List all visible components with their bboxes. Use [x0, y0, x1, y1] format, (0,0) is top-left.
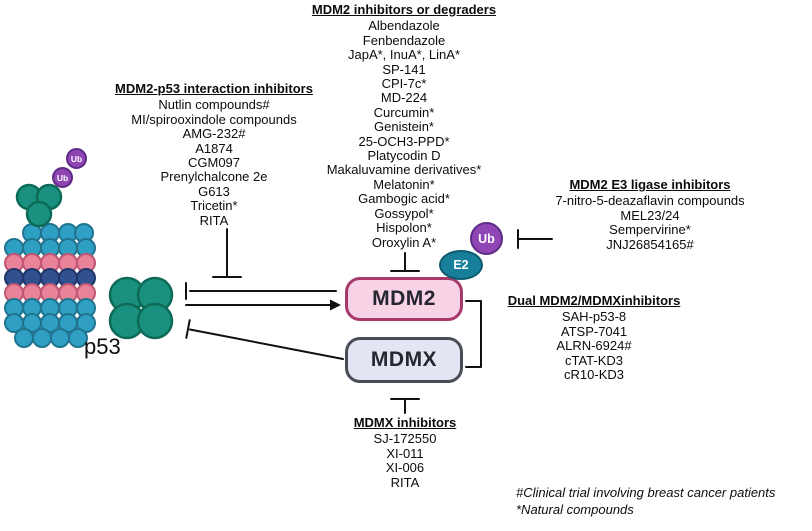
inhibit-bracket-dual-inhibitors: [465, 300, 482, 368]
inhibit-line-e3-ligase: [517, 229, 553, 249]
list-item: Gossypol*: [374, 205, 434, 221]
list-item: cR10-KD3: [564, 367, 624, 383]
chromatin-illustration: [4, 223, 96, 348]
mdm2-inhibitors-group: MDM2 inhibitors or degraders Albendazole…: [290, 2, 518, 250]
list-item: 7-nitro-5-deazaflavin compounds: [555, 193, 745, 209]
list-item: RITA: [199, 212, 229, 228]
list-item: Gambogic acid*: [358, 191, 450, 207]
e3-ligase-inhibitors-group: MDM2 E3 ligase inhibitors 7-nitro-5-deaz…: [538, 177, 762, 252]
ub-label: Ub: [478, 231, 495, 246]
relationship-lines: [185, 228, 553, 414]
mdm2-inhibitors-title: MDM2 inhibitors or degraders: [311, 2, 497, 17]
e2-label: E2: [453, 258, 469, 272]
list-item: Hispolon*: [376, 220, 432, 236]
mdmx-inhibitors-title: MDMX inhibitors: [353, 415, 457, 430]
inhibit-line-mdmx-to-p53: [185, 319, 344, 360]
list-item: MD-224: [380, 90, 428, 106]
list-item: XI-011: [386, 445, 424, 461]
footnotes: #Clinical trial involving breast cancer …: [516, 484, 808, 518]
arrowhead-p53-to-mdm2: [330, 299, 341, 311]
list-item: A1874: [195, 140, 233, 156]
interaction-inhibitors-list: Nutlin compounds#MI/spirooxindole compou…: [103, 97, 325, 228]
ubiquitin-tag-2: Ub: [66, 148, 87, 169]
list-item: 25-OCH3-PPD*: [358, 133, 450, 149]
e3-ligase-inhibitors-title: MDM2 E3 ligase inhibitors: [569, 177, 731, 192]
interaction-inhibitors-title: MDM2-p53 interaction inhibitors: [115, 81, 313, 96]
list-item: cTAT-KD3: [564, 352, 624, 368]
footnote-natural-compounds: *Natural compounds: [516, 502, 634, 517]
list-item: Platycodin D: [367, 148, 441, 164]
list-item: CGM097: [187, 155, 241, 171]
footnote-clinical-trial: #Clinical trial involving breast cancer …: [516, 485, 776, 500]
list-item: Sempervirine*: [609, 222, 691, 238]
list-item: Prenylchalcone 2e: [160, 169, 268, 185]
interaction-inhibitors-group: MDM2-p53 interaction inhibitors Nutlin c…: [103, 81, 325, 228]
list-item: Melatonin*: [373, 176, 435, 192]
mdmx-label: MDMX: [370, 348, 438, 371]
list-item: SJ-172550: [373, 431, 437, 447]
list-item: JapA*, InuA*, LinA*: [347, 47, 461, 63]
list-item: Nutlin compounds#: [158, 97, 270, 113]
p53-cluster: [108, 276, 174, 340]
list-item: ALRN-6924#: [556, 338, 632, 354]
mdm2-label: MDM2: [372, 287, 436, 310]
list-item: ATSP-7041: [560, 323, 628, 339]
list-item: XI-006: [385, 460, 425, 476]
list-item: CPI-7c*: [381, 76, 427, 92]
mdmx-node: MDMX: [345, 337, 463, 383]
ubiquitin-node: Ub: [470, 222, 503, 255]
list-item: Albendazole: [368, 18, 440, 34]
inhibit-line-interaction-inhibitors: [212, 228, 242, 278]
dual-inhibitors-title: Dual MDM2/MDMXinhibitors: [507, 293, 681, 308]
list-item: RITA: [390, 474, 420, 490]
list-item: SAH-p53-8: [561, 309, 627, 325]
list-item: JNJ26854165#: [606, 236, 694, 252]
list-item: G613: [198, 183, 230, 199]
mdm2-node: MDM2: [345, 277, 463, 321]
list-item: Makaluvamine derivatives*: [326, 162, 482, 178]
list-item: MI/spirooxindole compounds: [131, 111, 297, 127]
inhibit-line-mdm2-to-p53: [185, 282, 337, 300]
list-item: AMG-232#: [182, 126, 246, 142]
inhibit-line-mdm2-inhibitors: [390, 252, 420, 272]
inhibit-line-mdmx-inhibitors: [390, 398, 420, 414]
list-item: Fenbendazole: [362, 32, 446, 48]
ub-tag2-label: Ub: [70, 153, 83, 164]
p53-label: p53: [84, 334, 121, 359]
ubiquitin-tag-1: Ub: [52, 167, 73, 188]
list-item: Genistein*: [374, 119, 434, 135]
list-item: Tricetin*: [190, 198, 238, 214]
ub-tag1-label: Ub: [56, 172, 69, 183]
list-item: Oroxylin A*: [371, 234, 437, 250]
e2-enzyme-node: E2: [439, 250, 483, 280]
list-item: SP-141: [382, 61, 426, 77]
list-item: MEL23/24: [620, 207, 680, 223]
ubiquitinated-p53-cluster: [15, 183, 63, 228]
list-item: Curcumin*: [373, 104, 435, 120]
